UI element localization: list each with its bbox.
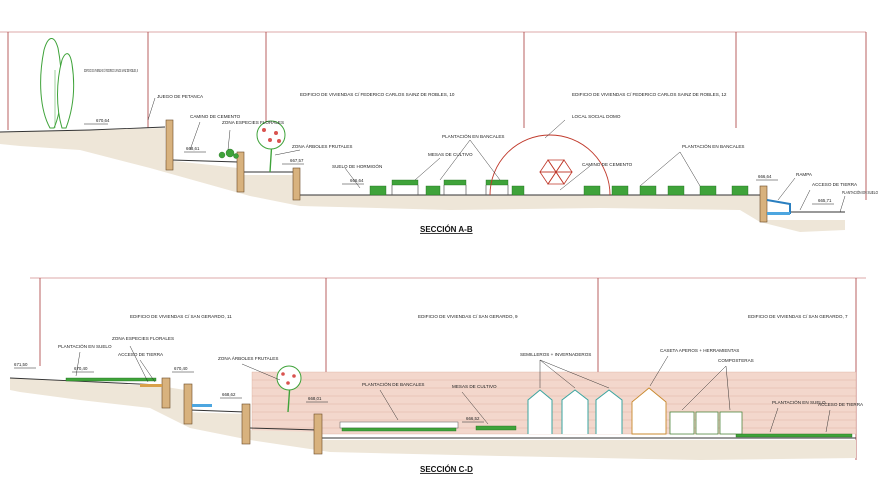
cd-elev-1: 671,50	[14, 362, 28, 367]
cd-leaders	[75, 345, 831, 433]
cd-brick-courses	[252, 379, 856, 429]
ab-label-camino-2: CAMINO DE CEMENTO	[582, 162, 633, 167]
ab-elev-2: 668,61	[186, 146, 200, 151]
ab-label-suelo: SUELO DE HORMIGÓN	[332, 163, 382, 169]
cd-compost-bins-icon	[669, 411, 743, 435]
cd-wall-4	[313, 413, 323, 455]
ab-label-petanca: JUEGO DE PETANCA	[157, 94, 204, 99]
ab-building-1-label: EDIFICIO DE VIVIENDAS C/ FEDERICO CARLOS…	[84, 68, 138, 73]
ab-elevation-markers	[84, 123, 834, 205]
ab-label-plant-suelo: PLANTACIÓN EN SUELO	[842, 189, 878, 195]
cd-elevation-markers	[14, 367, 484, 423]
ab-label-arboles: ZONA ÁRBOLES FRUTALES	[292, 143, 352, 149]
ab-fruit-tree-icon	[256, 120, 286, 173]
ab-label-bancales-2: PLANTACIÓN EN BANCALES	[682, 143, 744, 149]
ab-elev-3: 667,57	[290, 158, 304, 163]
cd-wall-2	[183, 383, 193, 425]
ab-wall-3	[292, 167, 301, 201]
cd-ground-1	[9, 377, 161, 386]
ab-label-camino-1: CAMINO DE CEMENTO	[190, 114, 241, 119]
cd-building-3-label: EDIFICIO DE VIVIENDAS C/ SAN GERARDO, 7	[748, 314, 848, 319]
ab-label-bancales-1: PLANTACIÓN EN BANCALES	[442, 133, 504, 139]
cd-ground-2	[189, 409, 246, 413]
ab-ground-1	[0, 126, 166, 133]
ab-cultivation-tables	[391, 179, 509, 195]
cd-building-2-label: EDIFICIO DE VIVIENDAS C/ SAN GERARDO, 9	[418, 314, 518, 319]
cd-label-acceso-2: ACCESO DE TIERRA	[818, 402, 864, 407]
ab-section-title: SECCIÓN A-B	[420, 225, 473, 234]
cd-label-plant-suelo-1: PLANTACIÓN EN SUELO	[58, 343, 112, 349]
ab-water	[767, 212, 790, 215]
cd-wall-1	[161, 377, 171, 409]
ab-raised-beds	[369, 185, 749, 196]
cd-label-plant-suelo-2: PLANTACIÓN EN SUELO	[772, 399, 826, 405]
ab-building-2-label: EDIFICIO DE VIVIENDAS C/ FEDERICO CARLOS…	[300, 92, 455, 97]
cd-soil	[10, 378, 856, 460]
ab-label-acceso: ACCESO DE TIERRA	[812, 182, 858, 187]
ab-dome-icon	[489, 134, 611, 196]
cd-label-composteras: COMPOSTERAS	[718, 358, 754, 363]
section-ab: 670,64 668,61 667,57 666,64 666,64 665,7…	[0, 31, 878, 234]
cd-elev-6: 666,52	[466, 416, 480, 421]
ab-label-local: LOCAL SOCIAL DOMO	[572, 114, 621, 119]
ab-cypress-tree-icon	[40, 38, 75, 129]
cd-cultivation-table	[475, 425, 517, 431]
ab-label-mesas: MESAS DE CULTIVO	[428, 152, 473, 157]
cd-label-acceso-1: ACCESO DE TIERRA	[118, 352, 164, 357]
ab-elev-5: 666,64	[758, 174, 772, 179]
cd-label-florales: ZONA ESPECIES FLORALES	[112, 336, 174, 341]
ab-leaders	[147, 97, 846, 213]
cd-elev-2: 670,40	[74, 366, 88, 371]
ab-building-3-label: EDIFICIO DE VIVIENDAS C/ FEDERICO CARLOS…	[572, 92, 727, 97]
cd-label-caseta: CASETA APEROS + HERRAMIENTAS	[660, 348, 739, 353]
ab-elev-4: 666,64	[350, 178, 364, 183]
cd-elev-5: 668,01	[308, 396, 322, 401]
ab-ramp	[766, 199, 791, 214]
cd-wall-3	[241, 403, 251, 445]
cd-fruit-tree-icon	[276, 365, 302, 413]
ab-elev-1: 670,64	[96, 118, 110, 123]
cd-flowers-strip	[140, 384, 162, 387]
cd-label-mesas: MESAS DE CULTIVO	[452, 384, 497, 389]
ab-flowers-icon	[218, 148, 239, 159]
ab-wall-1	[165, 119, 174, 171]
cd-ground-planting-2	[735, 433, 853, 438]
ab-wall-2	[236, 151, 245, 193]
cd-building-1-label: EDIFICIO DE VIVIENDAS C/ SAN GERARDO, 11	[130, 314, 232, 319]
cd-water	[192, 404, 212, 407]
cd-tool-shed-icon	[631, 387, 667, 435]
cd-label-semilleros: SEMILLEROS + INVERNADEROS	[520, 352, 591, 357]
ab-ground-2	[171, 159, 239, 163]
cd-raised-bed	[339, 421, 459, 429]
ab-elev-6: 665,71	[818, 198, 832, 203]
ab-label-rampa: RAMPA	[796, 172, 813, 177]
cd-section-title: SECCIÓN C-D	[420, 465, 473, 474]
cd-ground-3	[249, 427, 319, 431]
cd-label-bancales: PLANTACIÓN DE BANCALES	[362, 381, 424, 387]
cd-elev-4: 668,62	[222, 392, 236, 397]
ab-soil	[0, 128, 845, 232]
section-cd: 671,50 670,40 670,40 668,62 668,01 666,5…	[9, 277, 866, 474]
cd-raised-bed-planting	[341, 427, 457, 432]
ab-wall-4	[759, 185, 768, 223]
cd-ground-planting-1	[65, 377, 157, 382]
cd-label-arboles: ZONA ÁRBOLES FRUTALES	[218, 355, 278, 361]
cd-greenhouses-icon	[527, 389, 623, 434]
ab-label-florales: ZONA ESPECIES FLORALES	[222, 120, 284, 125]
cd-elev-3: 670,40	[174, 366, 188, 371]
